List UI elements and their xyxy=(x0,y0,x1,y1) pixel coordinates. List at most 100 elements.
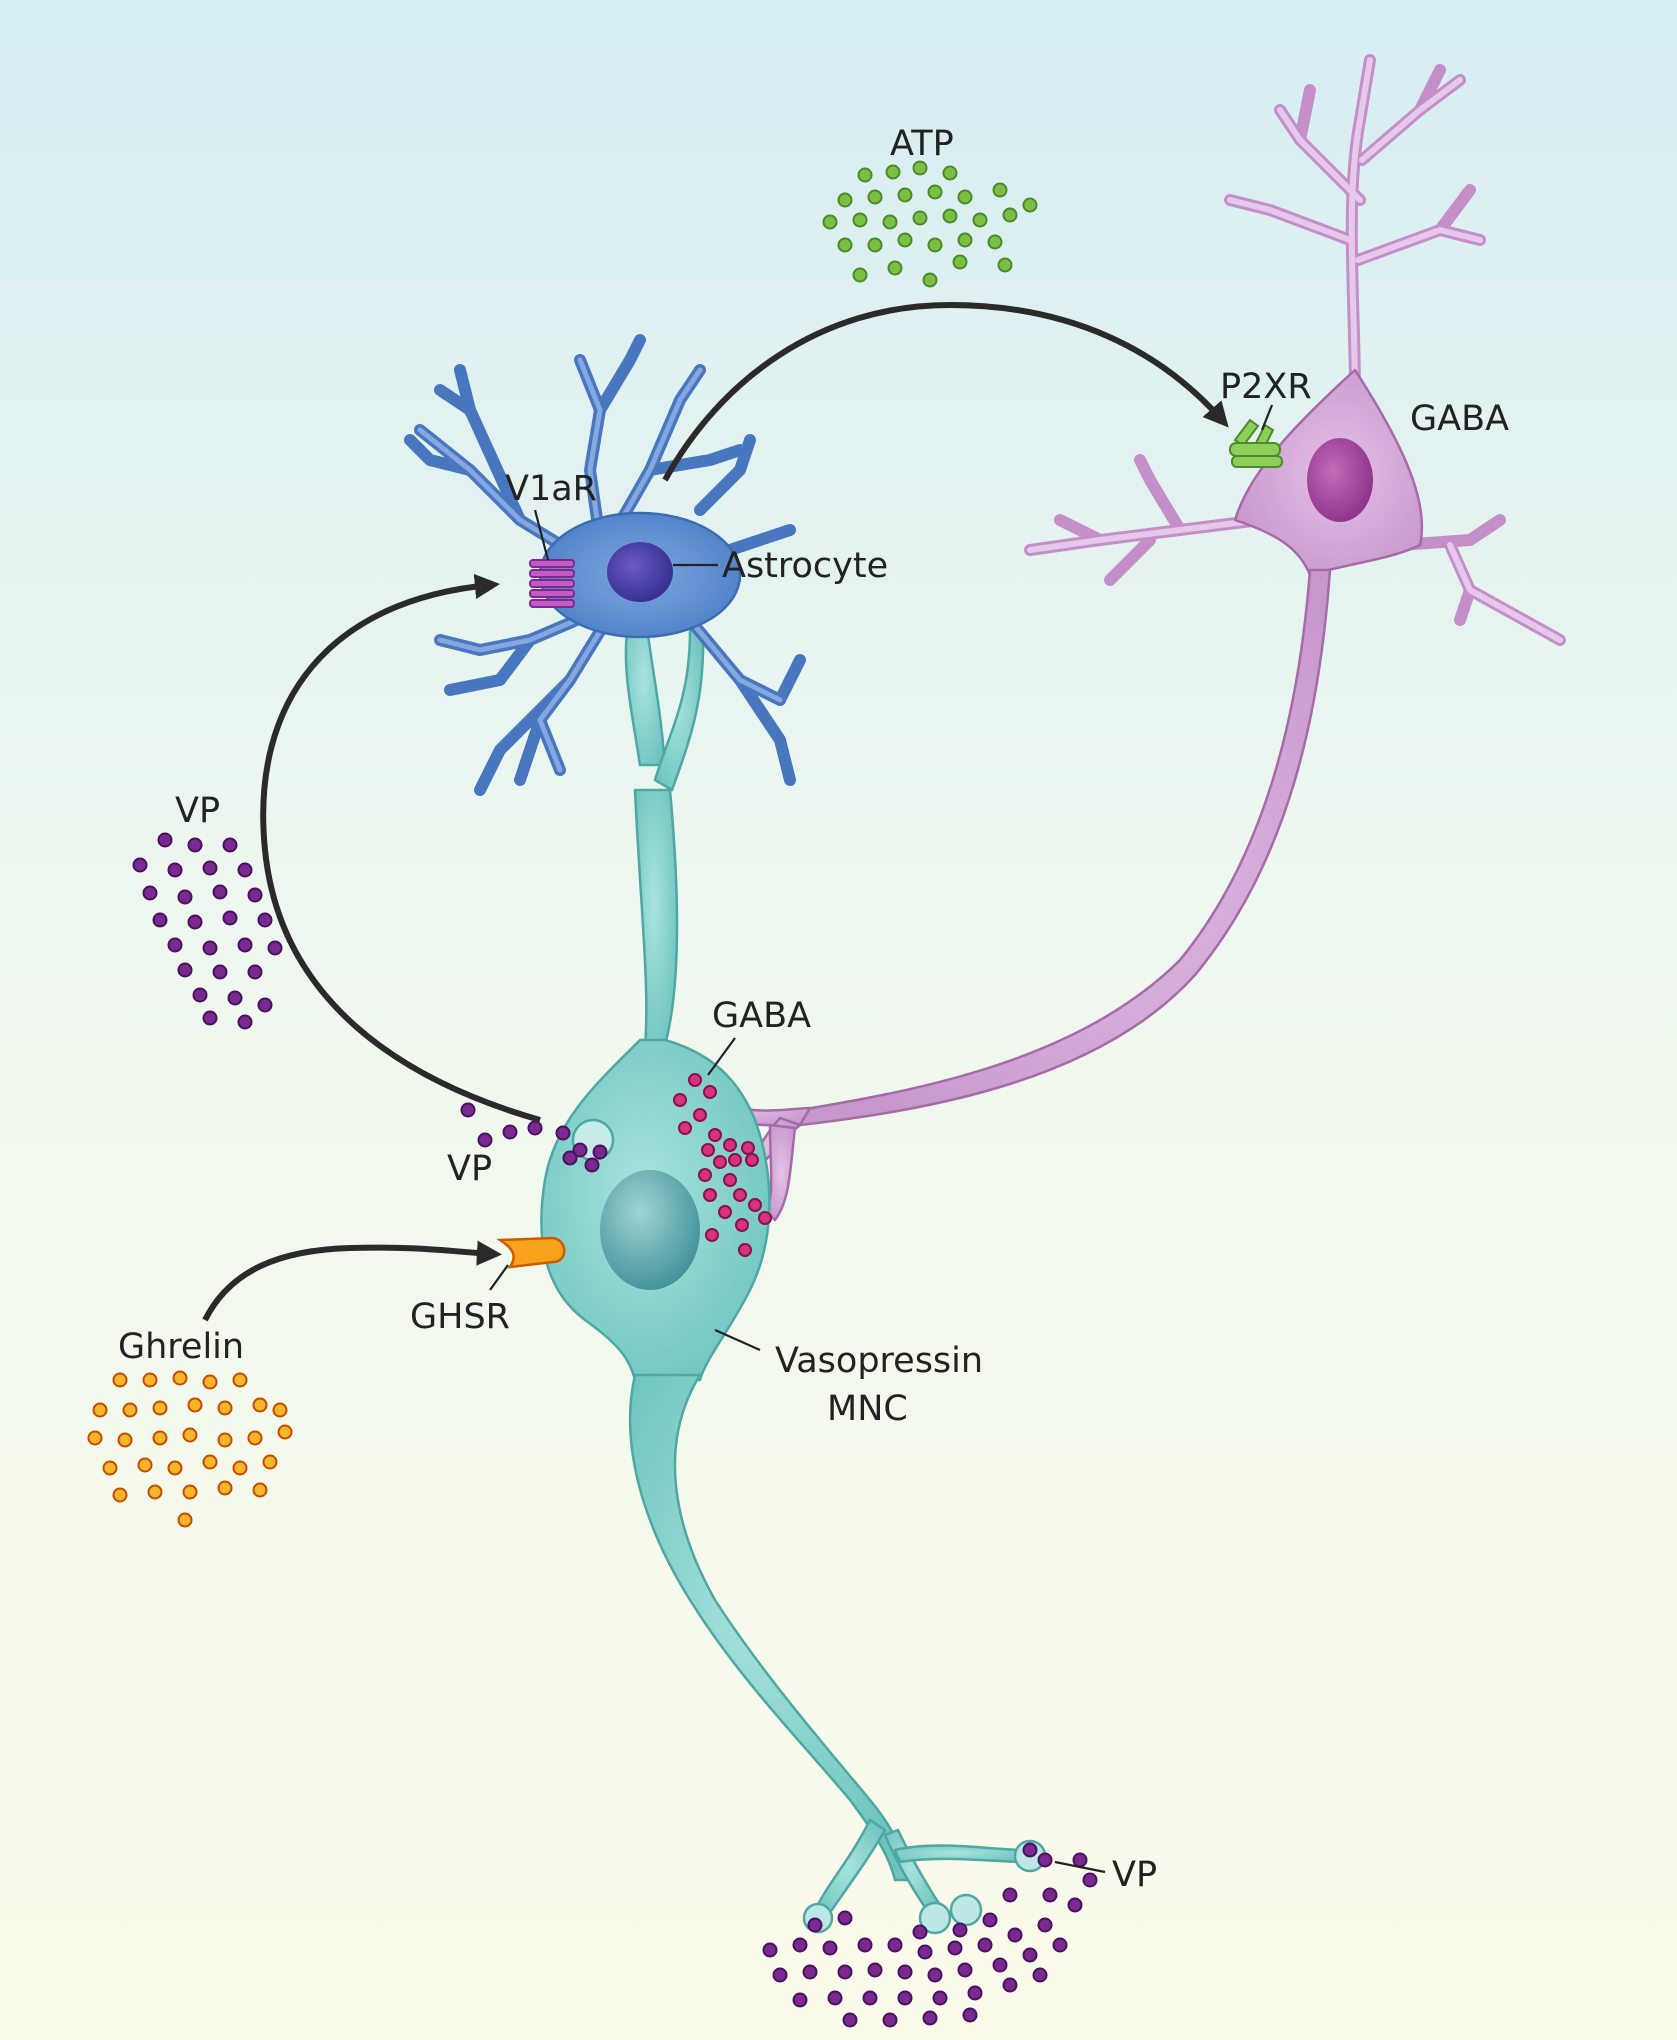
gaba-vesicle xyxy=(741,1141,755,1155)
ghrelin-dot xyxy=(152,1430,168,1446)
gaba-vesicle xyxy=(705,1228,719,1242)
atp-dot xyxy=(1002,207,1018,223)
label-vasopressin: Vasopressin xyxy=(775,1341,983,1381)
gaba-vesicle xyxy=(723,1173,737,1187)
gaba-vesicle xyxy=(745,1153,759,1167)
vp-dot xyxy=(460,1102,476,1118)
arrow-astrocyte-to-gaba xyxy=(662,301,1229,482)
ghrelin-dot xyxy=(112,1372,128,1388)
vp-dot xyxy=(992,1957,1008,1973)
atp-dot xyxy=(822,214,838,230)
arrow-vp-to-astrocyte xyxy=(260,573,541,1123)
vp-dot xyxy=(1002,1887,1018,1903)
vp-dot xyxy=(222,910,238,926)
ghrelin-dot xyxy=(122,1402,138,1418)
atp-dot xyxy=(957,189,973,205)
vp-dot xyxy=(897,1964,913,1980)
vp-dot xyxy=(807,1917,823,1933)
vp-dot xyxy=(1052,1937,1068,1953)
ghrelin-dot xyxy=(167,1460,183,1476)
gaba-vesicle xyxy=(701,1143,715,1157)
ghrelin-dot xyxy=(187,1397,203,1413)
gaba-vesicle xyxy=(713,1155,727,1169)
gaba-vesicle xyxy=(708,1128,722,1142)
atp-dot xyxy=(997,257,1013,273)
vp-dot xyxy=(1037,1852,1053,1868)
gaba-vesicle xyxy=(698,1168,712,1182)
label-v1ar: V1aR xyxy=(505,469,597,509)
ghrelin-dot xyxy=(182,1484,198,1500)
gaba-vesicle xyxy=(728,1153,742,1167)
vp-dot xyxy=(237,937,253,953)
vp-dot xyxy=(257,997,273,1013)
vp-dot xyxy=(887,1937,903,1953)
atp-dot xyxy=(957,232,973,248)
ghrelin-dot xyxy=(252,1397,268,1413)
ghrelin-dot xyxy=(92,1402,108,1418)
gaba-vesicle xyxy=(733,1188,747,1202)
vp-dot xyxy=(927,1967,943,1983)
vp-dot xyxy=(527,1120,543,1136)
v1ar-receptor-icon xyxy=(529,559,575,608)
vp-dot xyxy=(837,1910,853,1926)
vp-dot xyxy=(982,1912,998,1928)
label-vp-left: VP xyxy=(175,791,220,831)
vp-dot xyxy=(572,1142,588,1158)
ghrelin-dot xyxy=(117,1432,133,1448)
vp-dot xyxy=(247,964,263,980)
gaba-vesicle xyxy=(738,1243,752,1257)
atp-dot xyxy=(942,208,958,224)
vp-dot xyxy=(1032,1967,1048,1983)
label-vp-terminals: VP xyxy=(1112,1855,1157,1895)
atp-dot xyxy=(912,210,928,226)
atp-dot xyxy=(987,234,1003,250)
vp-dot xyxy=(1007,1927,1023,1943)
vp-dot xyxy=(957,1962,973,1978)
vp-dot xyxy=(584,1157,600,1173)
vp-dot xyxy=(897,1990,913,2006)
vp-dot xyxy=(862,1990,878,2006)
atp-dot xyxy=(1022,197,1038,213)
ghrelin-dot xyxy=(232,1372,248,1388)
vp-dot xyxy=(867,1962,883,1978)
atp-dot xyxy=(837,192,853,208)
vp-dot xyxy=(152,912,168,928)
vp-dot xyxy=(792,1992,808,2008)
vp-dot xyxy=(142,885,158,901)
label-gaba-synapse: GABA xyxy=(712,996,811,1036)
vp-dot xyxy=(202,940,218,956)
ghrelin-dot xyxy=(277,1424,293,1440)
vp-dot xyxy=(772,1967,788,1983)
gaba-vesicle xyxy=(758,1211,772,1225)
ghrelin-dot xyxy=(272,1402,288,1418)
atp-dot xyxy=(887,260,903,276)
vp-dot xyxy=(822,1940,838,1956)
vp-dot xyxy=(167,937,183,953)
atp-dot xyxy=(857,167,873,183)
ghrelin-dot xyxy=(152,1400,168,1416)
vp-dot xyxy=(827,1990,843,2006)
vp-dot xyxy=(592,1144,608,1160)
vp-dot xyxy=(962,2007,978,2023)
label-atp: ATP xyxy=(890,124,954,164)
atp-dot xyxy=(912,160,928,176)
vasopressin-mnc xyxy=(540,608,1047,1935)
vp-dot xyxy=(192,987,208,1003)
vp-dot xyxy=(792,1937,808,1953)
ghrelin-dot xyxy=(217,1480,233,1496)
vp-dot xyxy=(157,832,173,848)
vp-dot xyxy=(237,1014,253,1030)
leader-gaba-synapse xyxy=(707,1037,736,1076)
label-vp-soma: VP xyxy=(447,1149,492,1189)
gaba-vesicle xyxy=(735,1218,749,1232)
atp-dot xyxy=(837,237,853,253)
vp-dot xyxy=(1022,1947,1038,1963)
vp-dot xyxy=(1072,1852,1088,1868)
vp-dot xyxy=(502,1124,518,1140)
atp-dot xyxy=(927,184,943,200)
leader-ghsr xyxy=(489,1264,509,1291)
vp-dot xyxy=(802,1964,818,1980)
gaba-vesicles xyxy=(673,1073,772,1257)
ghrelin-dot xyxy=(87,1430,103,1446)
vp-molecules-left xyxy=(132,832,283,1030)
